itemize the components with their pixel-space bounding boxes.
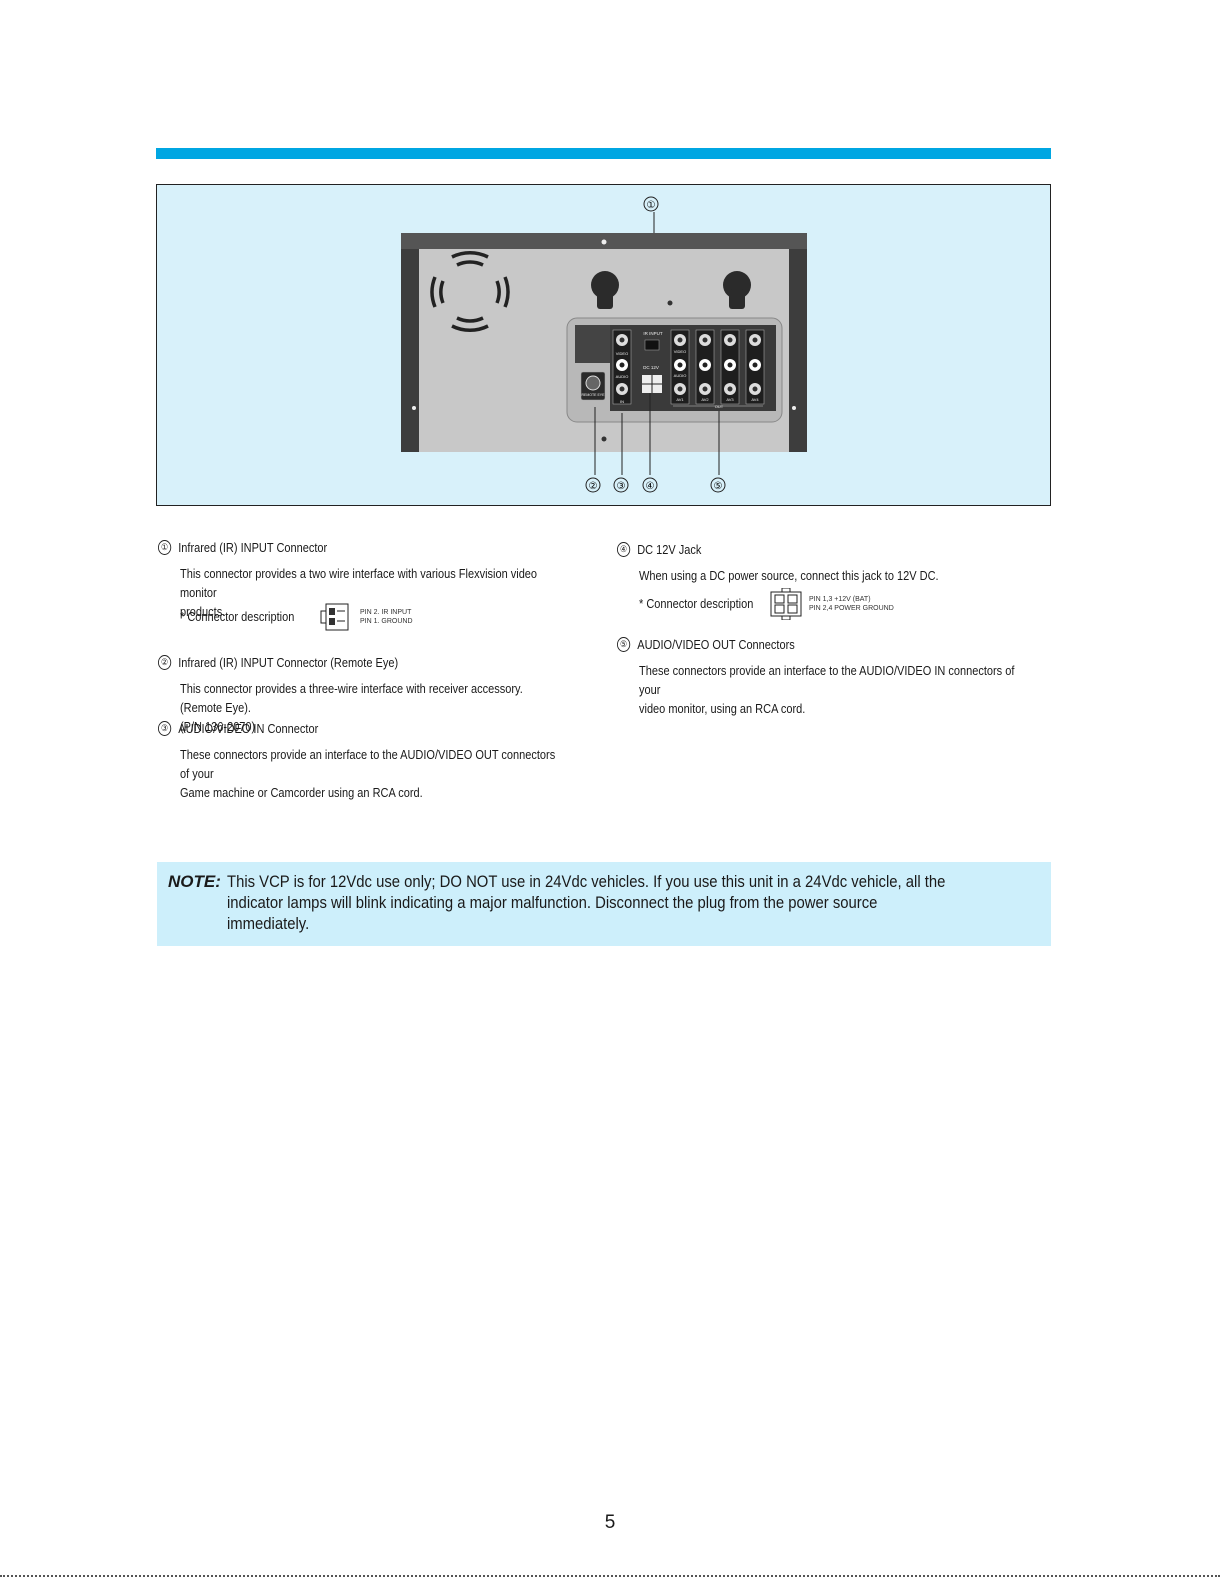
note-box: NOTE: This VCP is for 12Vdc use only; DO… — [157, 862, 1051, 946]
body-line: This connector provides a two wire inter… — [180, 567, 538, 600]
pin-list: PIN 1,3 +12V (BAT) PIN 2,4 POWER GROUND — [809, 595, 894, 613]
section-ir-input: ① Infrared (IR) INPUT Connector This conn… — [158, 540, 598, 631]
section-number: ② — [158, 655, 172, 670]
four-pin-connector-icon — [770, 588, 802, 620]
svg-text:AV3: AV3 — [726, 397, 734, 402]
svg-text:③: ③ — [617, 481, 626, 492]
section-title: Infrared (IR) INPUT Connector (Remote Ey… — [178, 655, 399, 670]
leader-lines — [594, 393, 720, 475]
body-line: These connectors provide an interface to… — [639, 664, 1015, 697]
page-number: 5 — [604, 1512, 616, 1533]
svg-text:AV2: AV2 — [701, 397, 709, 402]
section-av-out: ⑤ AUDIO/VIDEO OUT Connectors These connec… — [617, 637, 1067, 719]
svg-text:①: ① — [647, 200, 656, 211]
svg-text:④: ④ — [646, 481, 655, 492]
svg-text:IR INPUT: IR INPUT — [643, 331, 663, 336]
section-title: AUDIO/VIDEO OUT Connectors — [637, 637, 795, 652]
svg-text:⑤: ⑤ — [714, 481, 723, 492]
section-title: DC 12V Jack — [637, 542, 702, 557]
callout-3: ③ — [613, 477, 629, 493]
section-title: Infrared (IR) INPUT Connector — [178, 540, 328, 555]
pin-item: PIN 1. GROUND — [360, 618, 413, 625]
section-number: ④ — [617, 542, 631, 557]
two-pin-connector-icon — [320, 603, 349, 631]
callout-4: ④ — [642, 477, 658, 493]
section-number: ⑤ — [617, 637, 631, 652]
connector-description-label: * Connector description — [639, 597, 754, 611]
body-line: These connectors provide an interface to… — [180, 748, 556, 781]
body-line: (P/N 136-2070) — [180, 720, 256, 734]
page-bottom-dotted-rule — [0, 1575, 1220, 1577]
svg-text:REMOTE EYE: REMOTE EYE — [582, 393, 606, 397]
section-remote-eye: ② Infrared (IR) INPUT Connector (Remote E… — [158, 655, 608, 737]
note-label: NOTE: — [168, 872, 221, 891]
fan-vent — [430, 250, 510, 333]
section-number: ③ — [158, 721, 172, 736]
note-text: This VCP is for 12Vdc use only; DO NOT u… — [227, 873, 946, 933]
svg-text:IN: IN — [620, 399, 624, 404]
antenna-posts — [591, 271, 751, 309]
svg-text:AUDIO: AUDIO — [674, 373, 687, 378]
svg-text:AV1: AV1 — [676, 397, 684, 402]
section-dc-jack: ④ DC 12V Jack When using a DC power sourc… — [617, 542, 1057, 620]
pin-item: PIN 2. IR INPUT — [360, 609, 412, 616]
body-line: This connector provides a three-wire int… — [180, 682, 523, 715]
svg-text:VIDEO: VIDEO — [616, 351, 628, 356]
section-number: ① — [158, 540, 172, 555]
connector-description-row: * Connector description PIN 1,3 +12V (BA… — [639, 588, 894, 620]
svg-text:AV4: AV4 — [751, 397, 759, 402]
av-out-columns: VIDEO AUDIO AV1 AV2 AV3 AV4 OUT — [670, 329, 765, 409]
connector-description-row: * Connector description PIN 2. IR INPUT … — [180, 602, 413, 632]
pin-item: PIN 2,4 POWER GROUND — [809, 605, 894, 612]
rear-panel-illustration: ① — [401, 196, 807, 493]
body-line: video monitor, using an RCA cord. — [639, 702, 806, 716]
connector-panel: REMOTE EYE VIDEO AUDIO IN IR INPUT DC 12… — [566, 317, 783, 423]
svg-text:VIDEO: VIDEO — [674, 349, 686, 354]
header-accent-bar — [156, 148, 1051, 159]
svg-text:②: ② — [589, 481, 598, 492]
body-line: Game machine or Camcorder using an RCA c… — [180, 786, 423, 800]
body-line: When using a DC power source, connect th… — [639, 569, 939, 583]
svg-text:DC 12V: DC 12V — [643, 365, 659, 370]
pin-item: PIN 1,3 +12V (BAT) — [809, 596, 871, 603]
callout-2: ② — [585, 477, 601, 493]
callout-5: ⑤ — [710, 477, 726, 493]
svg-text:OUT: OUT — [715, 404, 724, 409]
section-av-in: ③ AUDIO/VIDEO IN Connector These connecto… — [158, 721, 608, 803]
rear-panel-figure: ① — [156, 184, 1051, 506]
connector-description-label: * Connector description — [180, 610, 295, 624]
svg-text:AUDIO: AUDIO — [616, 374, 629, 379]
body-line: products. — [180, 605, 226, 619]
pin-list: PIN 2. IR INPUT PIN 1. GROUND — [360, 608, 413, 626]
section-title: AUDIO/VIDEO IN Connector — [178, 721, 319, 736]
